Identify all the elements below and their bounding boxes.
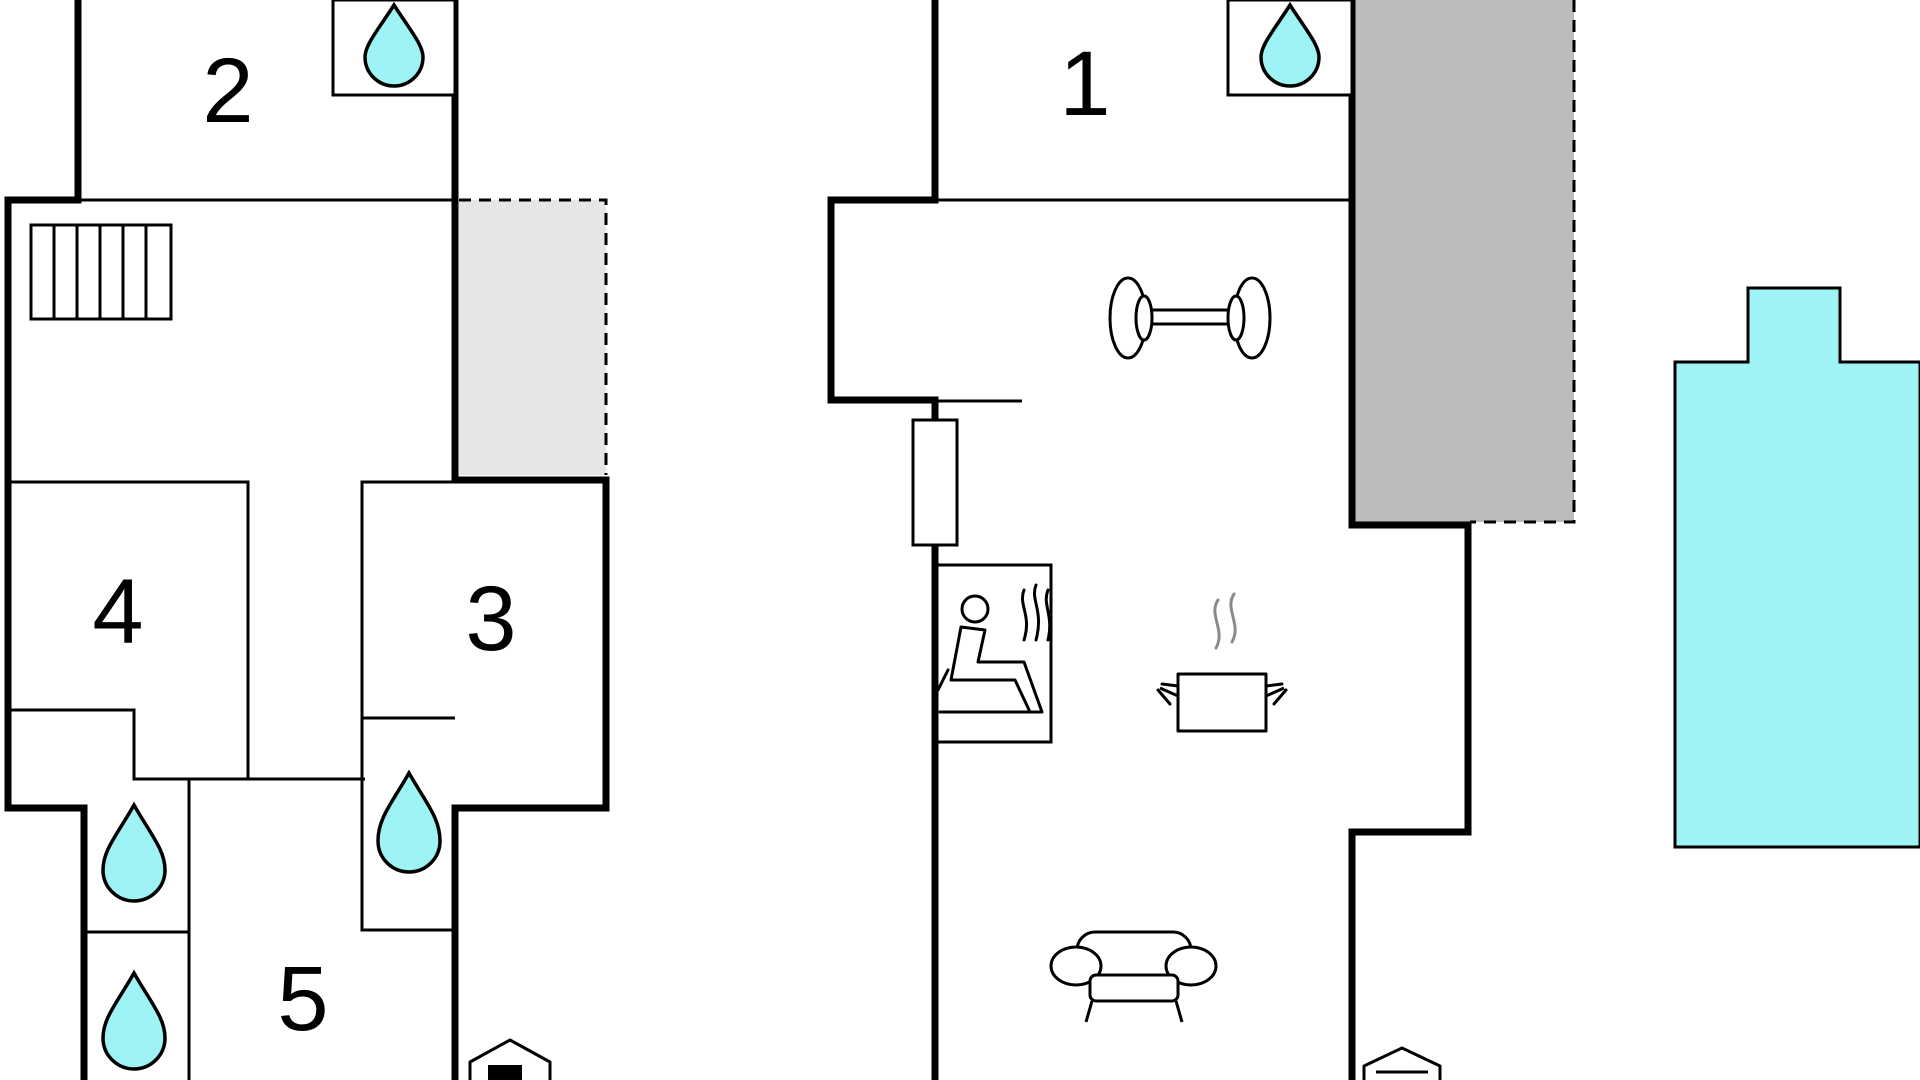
bath-room-2 xyxy=(331,0,457,97)
room-1-label: 1 xyxy=(1059,33,1110,135)
room-3-label: 3 xyxy=(465,568,516,670)
water-drop-icon xyxy=(101,969,167,1071)
sofa-icon xyxy=(1049,930,1218,1023)
water-drop-icon xyxy=(376,769,442,874)
wall-room-4 xyxy=(8,480,250,779)
sauna-icon xyxy=(935,563,1053,744)
room-4-label: 4 xyxy=(92,561,143,663)
door-panel xyxy=(911,418,959,547)
terrace-dark xyxy=(1352,0,1574,522)
wall-room-4-bath xyxy=(8,708,365,781)
left-building-wall-east xyxy=(451,0,610,1080)
room-5-label: 5 xyxy=(277,948,328,1050)
stairs-icon xyxy=(29,223,173,321)
dumbbell-icon xyxy=(1108,276,1272,360)
wall-room-3 xyxy=(360,480,455,932)
water-drop-icon xyxy=(363,1,425,88)
terrace-light-border xyxy=(459,198,608,475)
entrance-icon xyxy=(468,1038,552,1080)
terrace-light xyxy=(459,200,606,475)
right-building-wall xyxy=(827,0,939,424)
terrace-dark-border xyxy=(1470,0,1576,524)
water-drop-icon xyxy=(1259,1,1321,88)
right-building-wall-east xyxy=(1348,0,1472,1080)
water-drop-icon xyxy=(101,801,167,903)
entrance-icon xyxy=(1362,1046,1442,1080)
bath-room-1 xyxy=(1226,0,1354,97)
swimming-pool xyxy=(1673,286,1920,849)
left-building-wall xyxy=(4,0,88,1080)
room-2-label: 2 xyxy=(202,40,253,142)
cooking-pot-icon xyxy=(1156,592,1288,733)
